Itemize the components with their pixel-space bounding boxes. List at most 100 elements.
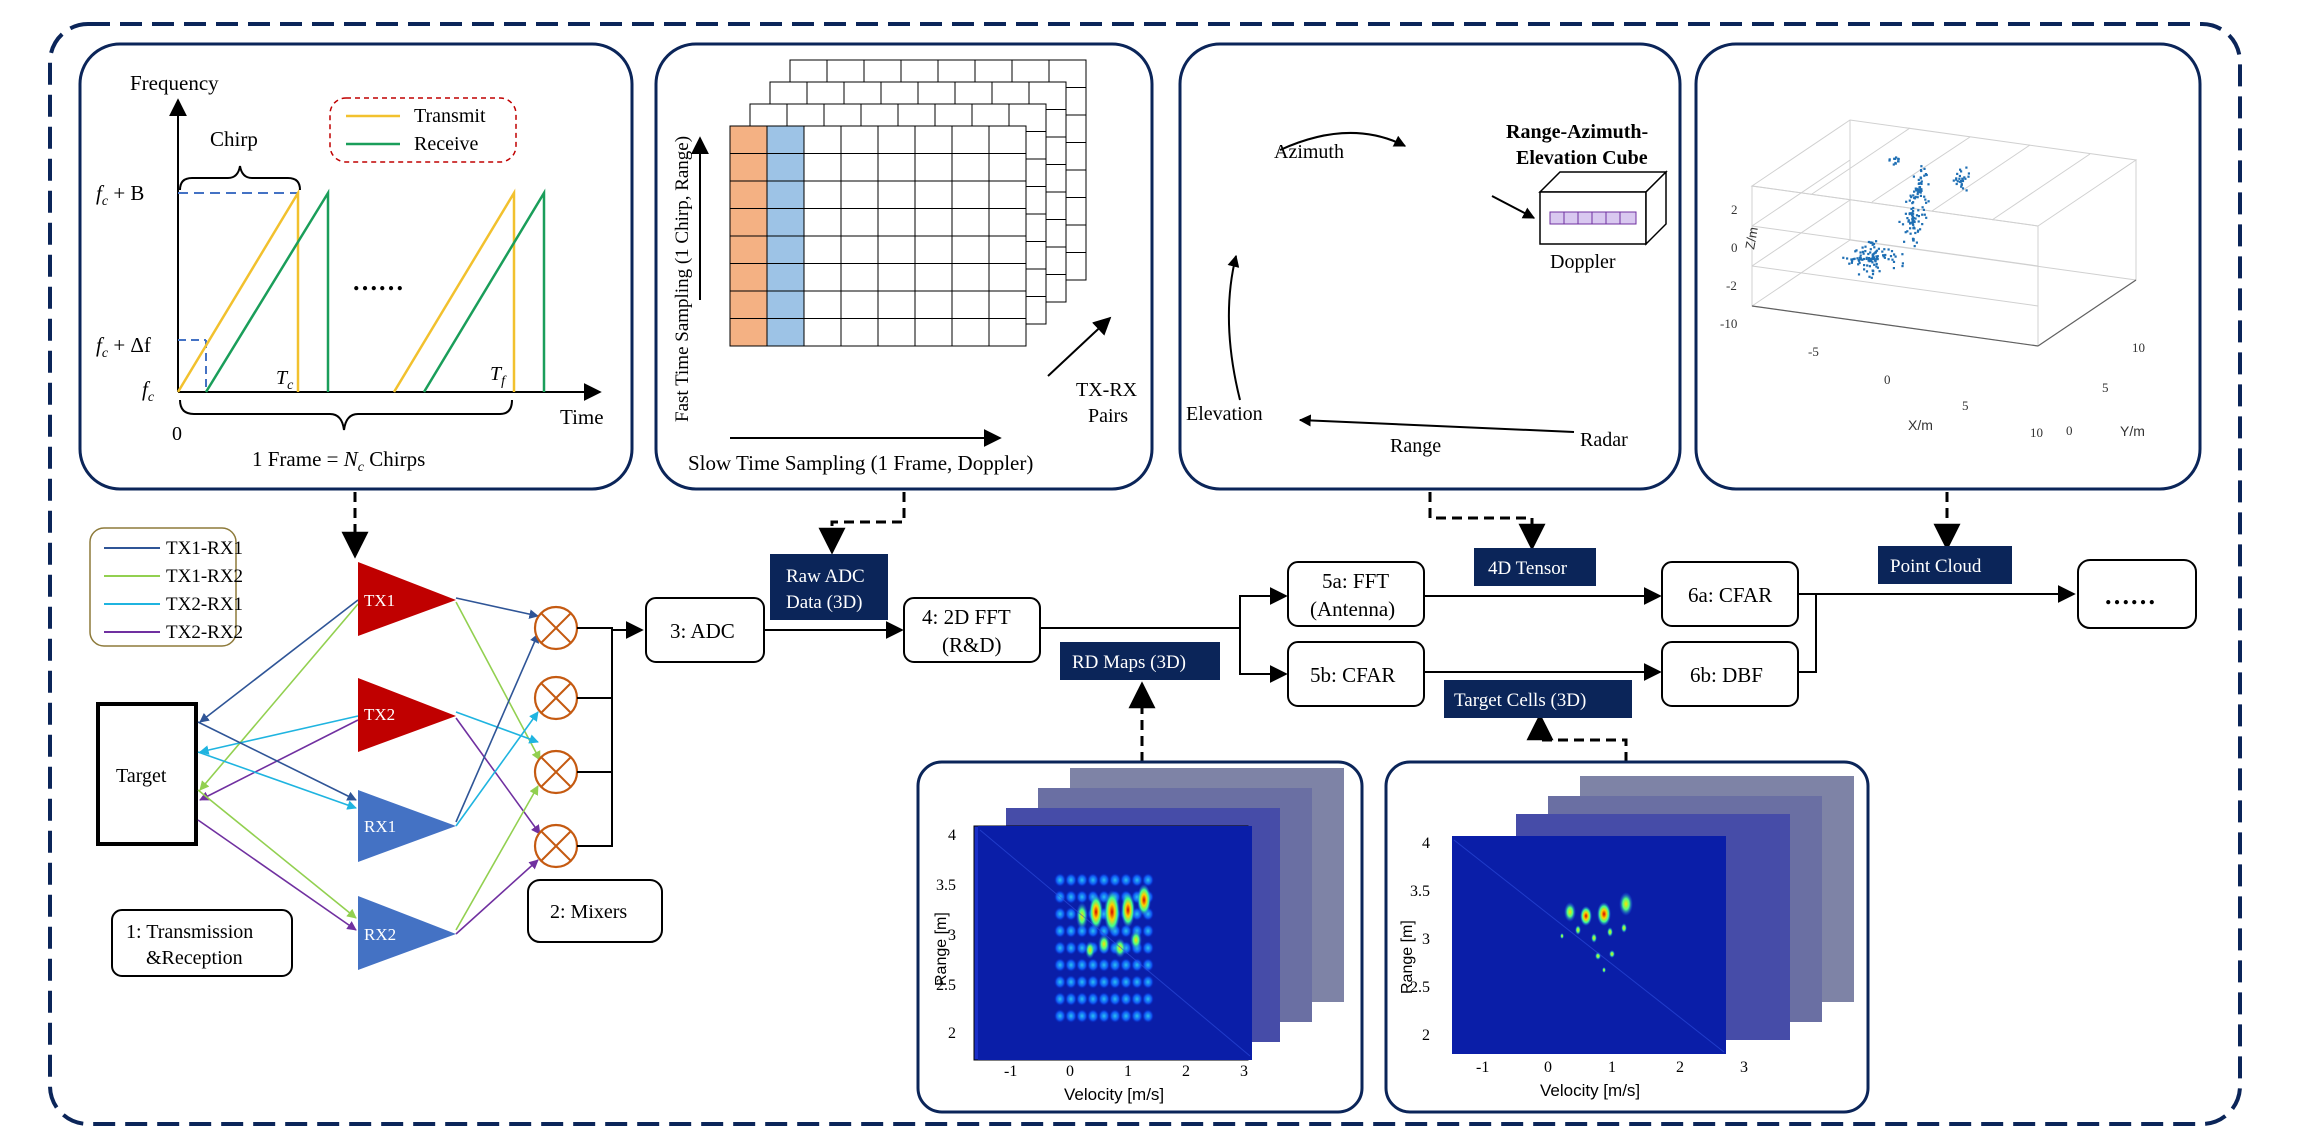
point xyxy=(1920,189,1923,192)
tx2-label: TX2 xyxy=(364,705,395,724)
point xyxy=(1871,243,1874,246)
chirp-xlabel: Time xyxy=(560,405,604,429)
point xyxy=(1852,258,1855,261)
point xyxy=(1869,241,1872,244)
point xyxy=(1871,257,1874,260)
rd-sidelobe xyxy=(1065,890,1077,904)
point xyxy=(1868,259,1871,262)
point xyxy=(1911,211,1914,214)
point xyxy=(1955,182,1958,186)
point xyxy=(1908,199,1911,202)
point xyxy=(1862,252,1865,255)
point xyxy=(1914,195,1917,198)
point xyxy=(1871,241,1874,244)
adc-cell xyxy=(914,290,953,319)
adc-cell xyxy=(951,290,990,319)
x-tick-0: 0 xyxy=(1884,372,1891,387)
point xyxy=(1871,255,1874,258)
point xyxy=(1882,255,1885,258)
slow-time-label: Slow Time Sampling (1 Frame, Doppler) xyxy=(688,451,1033,475)
rx2-label: RX2 xyxy=(364,925,396,944)
rd-sidelobe xyxy=(1076,992,1088,1006)
range-label: Range xyxy=(1390,435,1441,457)
frame-caption: 1 Frame = Nc Chirps xyxy=(252,447,425,475)
point xyxy=(1905,200,1908,203)
tx2-antenna xyxy=(358,678,456,752)
point xyxy=(1872,270,1875,273)
rd-sidelobe xyxy=(1098,992,1110,1006)
adc-cell xyxy=(729,153,768,182)
adc-cell xyxy=(988,153,1027,182)
adc-cell xyxy=(951,318,990,347)
adc-cell xyxy=(840,153,879,182)
rd-xtick-0: 0 xyxy=(1066,1063,1074,1080)
point xyxy=(1959,168,1962,171)
tag-rd-maps: RD Maps (3D) xyxy=(1060,642,1220,680)
rd-sidelobe xyxy=(1054,958,1066,972)
point xyxy=(1913,197,1917,200)
point xyxy=(1925,173,1928,177)
tc-xtick-1: 1 xyxy=(1608,1059,1616,1076)
adc-cell xyxy=(729,263,768,292)
rd-ytick-4: 4 xyxy=(948,827,956,844)
point xyxy=(1870,276,1873,279)
point xyxy=(1960,183,1963,187)
point xyxy=(1870,259,1873,262)
point xyxy=(1891,258,1894,261)
rd-diagonal xyxy=(979,829,1251,1057)
point xyxy=(1889,255,1893,258)
point xyxy=(1921,213,1924,216)
point-cloud-panel: 2 0 -2 -10 -5 0 5 10 0 5 10 Z/m X/m Y/m xyxy=(1694,42,2202,491)
point xyxy=(1864,245,1867,248)
x-tick-5: 5 xyxy=(1962,398,1969,413)
point xyxy=(1925,216,1928,219)
point xyxy=(1897,158,1900,161)
adc-cell xyxy=(766,125,805,154)
point xyxy=(1888,159,1891,162)
point xyxy=(1911,219,1914,222)
point xyxy=(1910,207,1913,211)
fast-time-label: Fast Time Sampling (1 Chirp, Range) xyxy=(672,136,693,422)
point-cloud-points xyxy=(1842,156,1970,279)
rd-sidelobe xyxy=(1087,975,1099,989)
rd-sidelobe xyxy=(1142,975,1154,989)
rd-map-heatmap xyxy=(979,829,1251,1057)
point xyxy=(1906,217,1909,220)
adc-cell xyxy=(877,290,916,319)
point xyxy=(1961,178,1964,181)
z-tick-2: 2 xyxy=(1731,202,1738,217)
point xyxy=(1857,258,1860,261)
point xyxy=(1881,250,1884,253)
point xyxy=(1855,249,1858,252)
rd-sidelobe xyxy=(1098,975,1110,989)
point xyxy=(1857,273,1861,276)
point xyxy=(1912,209,1915,213)
point xyxy=(1848,262,1851,265)
point xyxy=(1967,175,1970,178)
point xyxy=(1887,248,1890,251)
rd-sidelobe xyxy=(1076,941,1088,955)
step5b-label: 5b: CFAR xyxy=(1310,663,1395,687)
point xyxy=(1914,217,1917,220)
point xyxy=(1917,209,1920,212)
point xyxy=(1908,212,1911,215)
point xyxy=(1927,183,1930,186)
rd-sidelobe xyxy=(1131,992,1143,1006)
target-cells-panel: 4 3.5 3 2.5 2 -1 0 1 2 3 Range [m] Veloc… xyxy=(1384,760,1870,1114)
rd-sidelobe xyxy=(1065,992,1077,1006)
point xyxy=(1961,187,1965,190)
adc-cell xyxy=(914,125,953,154)
adc-cell xyxy=(877,235,916,264)
point xyxy=(1873,263,1876,266)
point xyxy=(1876,256,1879,259)
point xyxy=(1918,186,1922,189)
tag-raw-adc-line2: Data (3D) xyxy=(786,592,863,613)
adc-cell xyxy=(840,235,879,264)
z-tick-0: 0 xyxy=(1731,240,1738,255)
point xyxy=(1911,222,1914,225)
point xyxy=(1869,251,1872,254)
point xyxy=(1897,160,1900,163)
point xyxy=(1893,253,1896,256)
rx1-label: RX1 xyxy=(364,817,396,836)
adc-cell xyxy=(766,290,805,319)
